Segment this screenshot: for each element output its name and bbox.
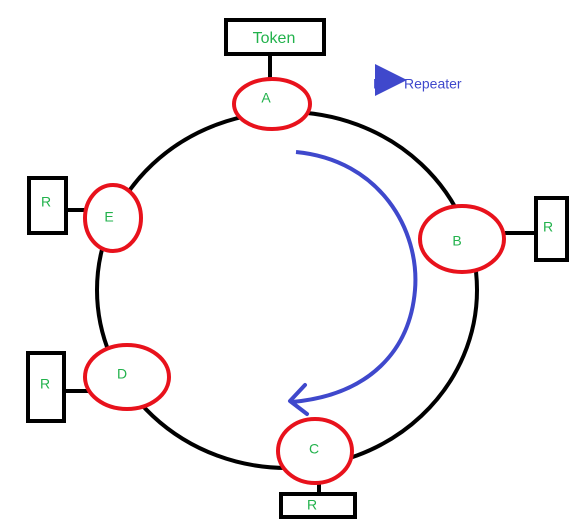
node-e	[83, 183, 143, 253]
circulation-arrowhead	[288, 383, 309, 416]
node-b-label: B	[452, 233, 461, 249]
node-d-label: D	[117, 366, 127, 382]
node-a-label: A	[261, 90, 271, 106]
token-box	[224, 18, 326, 56]
node-e-label: E	[104, 209, 113, 225]
node-c	[276, 417, 354, 485]
repeater-c	[279, 492, 357, 519]
legend-text: Repeater	[404, 76, 462, 92]
ring	[95, 110, 479, 470]
node-d	[83, 343, 171, 411]
repeater-d	[26, 351, 66, 423]
circulation-arrow	[291, 150, 418, 404]
repeater-e	[27, 176, 68, 235]
token-label: Token	[253, 30, 296, 47]
node-c-label: C	[309, 441, 319, 457]
repeater-c-label: R	[307, 497, 317, 513]
legend-symbol: R	[373, 76, 383, 92]
node-a	[232, 77, 312, 131]
repeater-b	[534, 196, 569, 262]
repeater-d-label: R	[40, 376, 50, 392]
repeater-e-label: R	[41, 194, 51, 210]
repeater-b-label: R	[543, 219, 553, 235]
node-b	[418, 204, 506, 274]
